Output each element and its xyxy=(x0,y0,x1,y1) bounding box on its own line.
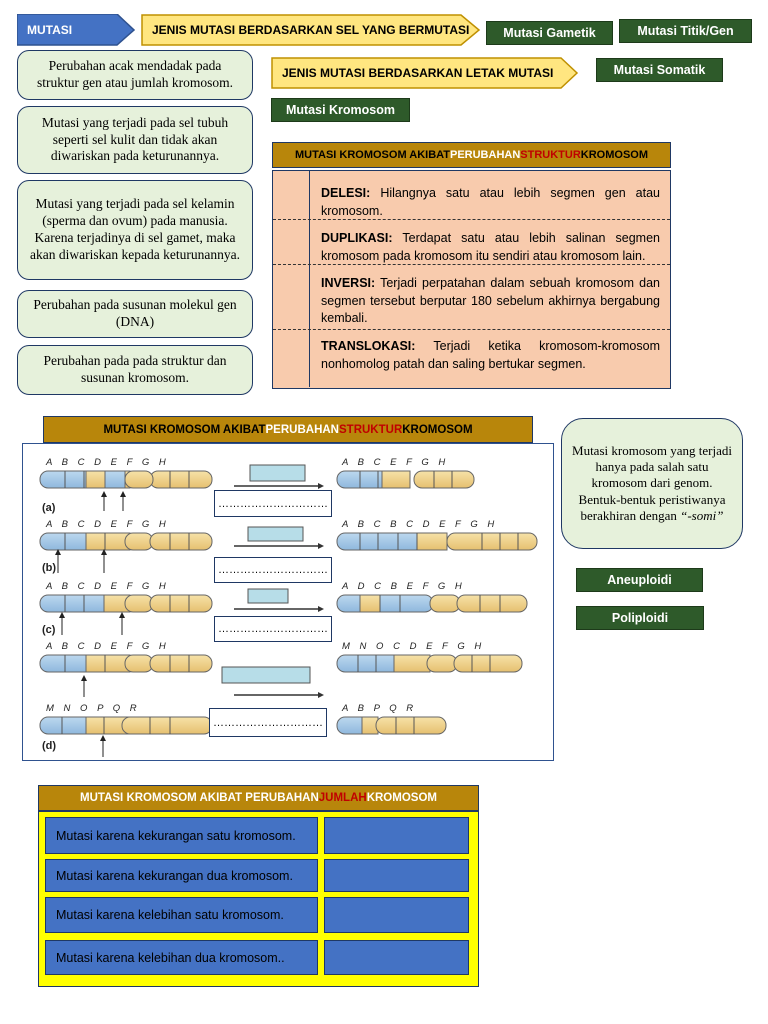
mutasi-label: MUTASI xyxy=(27,22,73,37)
desc: Terdapat satu atau lebih salinan segmen … xyxy=(321,231,660,263)
arrow-b xyxy=(234,526,324,549)
mutasi-titik-gen-button[interactable]: Mutasi Titik/Gen xyxy=(619,19,752,43)
jumlah-row-4-label: Mutasi karena kelebihan dua kromosom.. xyxy=(45,940,318,975)
jumlah-row-3-label: Mutasi karena kelebihan satu kromosom. xyxy=(45,897,318,933)
chromosome-diagram xyxy=(39,464,538,757)
definition-card-2[interactable]: Mutasi yang terjadi pada sel tubuh seper… xyxy=(17,106,253,174)
title-part-white: KROMOSOM xyxy=(366,792,437,804)
genes-c-input: A B C D E F G H xyxy=(46,581,166,592)
genes-d1-input: A B C D E F G H xyxy=(46,641,166,652)
arrow-c xyxy=(234,588,324,612)
jenis-sel-label: JENIS MUTASI BERDASARKAN SEL YANG BERMUT… xyxy=(152,22,470,37)
delesi-definition: DELESI: Hilangnya satu atau lebih segmen… xyxy=(321,185,660,220)
genes-d2-input: M N O P Q R xyxy=(46,703,137,714)
title-part-white: PERUBAHAN xyxy=(450,149,521,161)
chromosome-a-input xyxy=(39,470,213,489)
arrow-d xyxy=(221,666,324,698)
answer-blank-d[interactable]: ………………………… xyxy=(209,708,327,737)
answer-column[interactable] xyxy=(273,171,310,387)
chromosome-b-input xyxy=(39,532,213,551)
term: TRANSLOKASI: xyxy=(321,339,416,353)
mutasi-somatik-button[interactable]: Mutasi Somatik xyxy=(596,58,723,82)
translokasi-definition: TRANSLOKASI: Terjadi ketika kromosom-kro… xyxy=(321,338,660,373)
genes-d2-output: A B P Q R xyxy=(342,703,414,714)
title-part-white: MUTASI KROMOSOM AKIBAT PERUBAHAN xyxy=(80,792,319,804)
chromosome-d1-output xyxy=(336,654,523,673)
row-divider xyxy=(273,329,670,330)
row-label-d: (d) xyxy=(42,740,57,752)
jumlah-table-title: MUTASI KROMOSOM AKIBAT PERUBAHAN JUMLAH … xyxy=(38,785,479,811)
title-part-red: STRUKTUR xyxy=(339,423,403,436)
genes-a-input: A B C D E F G H xyxy=(46,457,166,468)
row-divider xyxy=(273,264,670,265)
somi-note-text: Mutasi kromosom yang terjadi hanya pada … xyxy=(572,442,732,523)
row-label-a: (a) xyxy=(42,502,56,514)
jumlah-row-1-answer[interactable] xyxy=(324,817,469,854)
chromosome-d2-output xyxy=(336,716,447,735)
term: INVERSI: xyxy=(321,276,376,290)
title-part-red: JUMLAH xyxy=(318,792,367,804)
chromosome-c-output xyxy=(336,594,528,613)
jenis-letak-label: JENIS MUTASI BERDASARKAN LETAK MUTASI xyxy=(282,65,554,80)
definition-card-1[interactable]: Perubahan acak mendadak pada struktur ge… xyxy=(17,50,253,100)
chromosome-d1-input xyxy=(39,654,213,673)
aneuploidi-button[interactable]: Aneuploidi xyxy=(576,568,703,592)
struktur-table-title: MUTASI KROMOSOM AKIBAT PERUBAHAN STRUKTU… xyxy=(272,142,671,168)
title-part: KROMOSOM xyxy=(580,149,649,161)
poliploidi-button[interactable]: Poliploidi xyxy=(576,606,704,630)
desc: Hilangnya satu atau lebih segmen gen ata… xyxy=(321,186,660,218)
genes-d1-output: M N O C D E F G H xyxy=(342,641,482,652)
desc: Terjadi perpatahan dalam sebuah kromosom… xyxy=(321,276,660,325)
struktur-table: DELESI: Hilangnya satu atau lebih segmen… xyxy=(272,170,671,389)
title-part-white: PERUBAHAN xyxy=(265,423,339,436)
mutasi-chevron xyxy=(17,14,135,46)
jumlah-row-2-label: Mutasi karena kekurangan dua kromosom. xyxy=(45,859,318,892)
genes-c-output: A D C B E F G H xyxy=(342,581,462,592)
title-part: MUTASI KROMOSOM AKIBAT xyxy=(294,149,450,161)
genes-a-output: A B C E F G H xyxy=(342,457,446,468)
genes-b-input: A B C D E F G H xyxy=(46,519,166,530)
arrow-a xyxy=(234,464,324,489)
title-part: MUTASI KROMOSOM AKIBAT xyxy=(103,423,266,436)
inversi-definition: INVERSI: Terjadi perpatahan dalam sebuah… xyxy=(321,275,660,328)
row-label-b: (b) xyxy=(42,562,57,574)
title-part-red: STRUKTUR xyxy=(520,149,581,161)
chromosome-a-output xyxy=(336,470,475,489)
genes-b-output: A B C B C D E F G H xyxy=(342,519,495,530)
chromosome-d2-input xyxy=(39,716,213,735)
somi-note-italic: “-somi” xyxy=(680,507,724,523)
jumlah-row-2-answer[interactable] xyxy=(324,859,469,892)
definition-card-5[interactable]: Perubahan pada pada struktur dan susunan… xyxy=(17,345,253,395)
diagram-title: MUTASI KROMOSOM AKIBAT PERUBAHAN STRUKTU… xyxy=(43,416,533,443)
term: DELESI: xyxy=(321,186,371,200)
definition-card-4[interactable]: Perubahan pada susunan molekul gen (DNA) xyxy=(17,290,253,338)
title-part: KROMOSOM xyxy=(402,423,473,436)
jumlah-row-4-answer[interactable] xyxy=(324,940,469,975)
mutasi-gametik-button[interactable]: Mutasi Gametik xyxy=(486,21,613,45)
row-label-c: (c) xyxy=(42,624,56,636)
term: DUPLIKASI: xyxy=(321,231,393,245)
jenis-sel-chevron xyxy=(141,14,481,46)
chromosome-b-output xyxy=(336,532,538,551)
answer-blank-a[interactable]: ………………………… xyxy=(214,490,332,517)
chromosome-c-input xyxy=(39,594,213,613)
desc: Terjadi ketika kromosom-kromosom nonhomo… xyxy=(321,339,660,371)
jumlah-row-1-label: Mutasi karena kekurangan satu kromosom. xyxy=(45,817,318,854)
duplikasi-definition: DUPLIKASI: Terdapat satu atau lebih sali… xyxy=(321,230,660,265)
row-divider xyxy=(273,219,670,220)
answer-blank-c[interactable]: ………………………… xyxy=(214,616,332,642)
jumlah-row-3-answer[interactable] xyxy=(324,897,469,933)
somi-note-card[interactable]: Mutasi kromosom yang terjadi hanya pada … xyxy=(561,418,743,549)
answer-blank-b[interactable]: ………………………… xyxy=(214,557,332,583)
mutasi-kromosom-button[interactable]: Mutasi Kromosom xyxy=(271,98,410,122)
jenis-letak-chevron xyxy=(271,57,579,89)
definition-card-3[interactable]: Mutasi yang terjadi pada sel kelamin (sp… xyxy=(17,180,253,280)
